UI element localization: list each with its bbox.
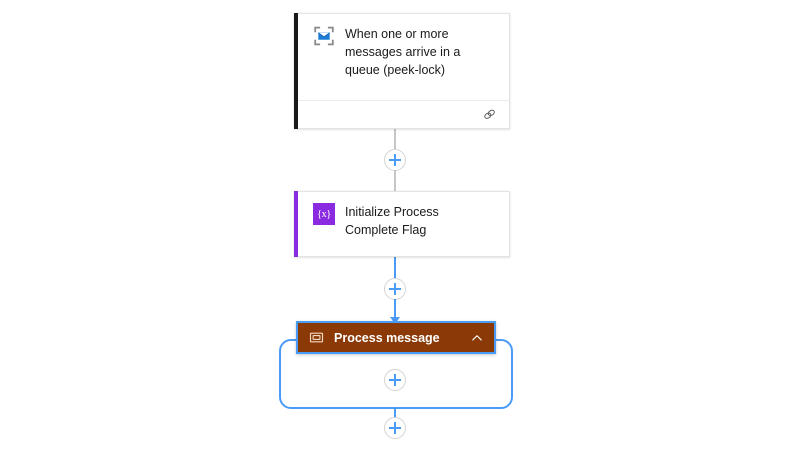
connector-scope-to-add <box>394 408 396 418</box>
connector-initialize-to-add <box>394 257 396 279</box>
initialize-variable-card-title: Initialize Process Complete Flag <box>345 205 439 237</box>
connector-add-to-initialize <box>394 170 396 191</box>
chevron-up-icon[interactable] <box>470 331 484 345</box>
trigger-card[interactable]: When one or more messages arrive in a qu… <box>294 13 510 129</box>
trigger-card-body: When one or more messages arrive in a qu… <box>295 14 509 100</box>
link-chain-icon[interactable] <box>482 107 497 122</box>
initialize-variable-accent-bar <box>294 191 298 257</box>
scope-title: Process message <box>334 330 440 345</box>
service-bus-queue-icon <box>313 25 335 47</box>
initialize-variable-card-body: {x} Initialize Process Complete Flag <box>295 192 509 256</box>
add-after-scope-button[interactable] <box>384 417 406 439</box>
variable-icon: {x} <box>313 203 335 225</box>
trigger-card-footer <box>295 100 509 128</box>
trigger-card-accent-bar <box>294 13 298 129</box>
initialize-variable-card[interactable]: {x} Initialize Process Complete Flag <box>294 191 510 257</box>
connector-trigger-to-add <box>394 128 396 150</box>
add-inside-scope-button[interactable] <box>384 369 406 391</box>
add-after-initialize-variable-button[interactable] <box>384 278 406 300</box>
add-after-trigger-button[interactable] <box>384 149 406 171</box>
trigger-card-title: When one or more messages arrive in a qu… <box>345 27 461 77</box>
scope-header[interactable]: Process message <box>296 321 496 354</box>
connector-add-to-scope <box>394 299 396 319</box>
scope-icon <box>308 330 324 346</box>
variable-icon-glyph: {x} <box>313 203 335 225</box>
connector-arrowhead-icon <box>390 317 400 324</box>
